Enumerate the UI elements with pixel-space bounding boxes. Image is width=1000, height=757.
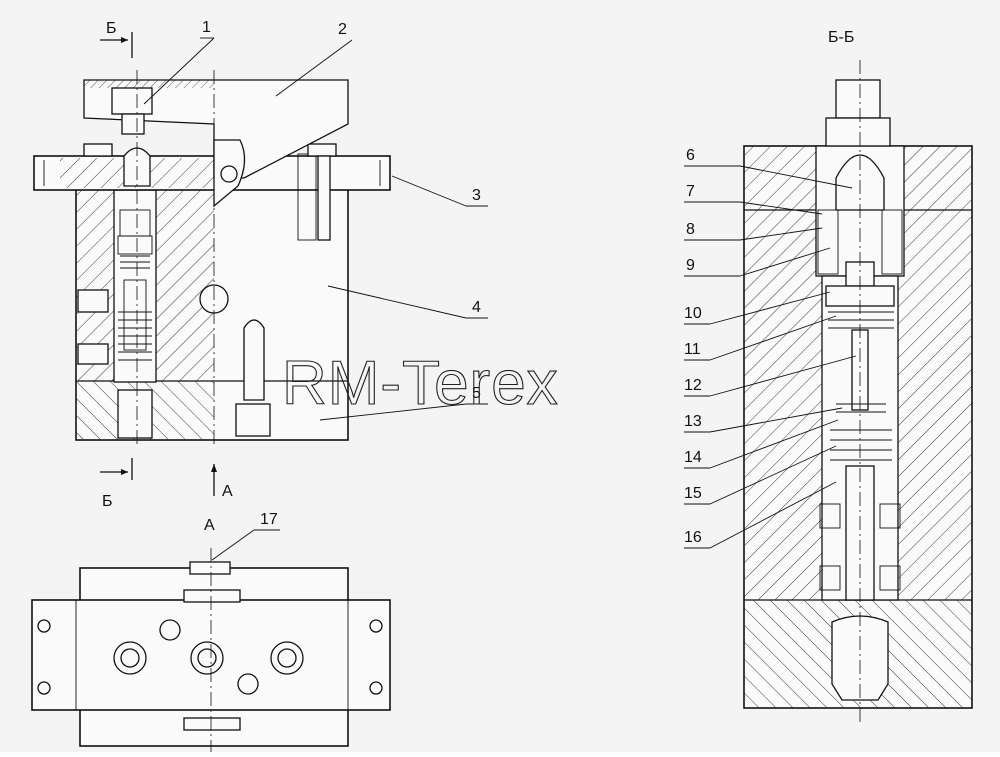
- callout-15: 15: [684, 485, 702, 502]
- callout-4: 4: [472, 299, 481, 316]
- leader-4: [327, 285, 467, 319]
- callout-3: 3: [472, 187, 481, 204]
- adjusting-screw: [111, 87, 153, 115]
- plunger-stem: [835, 79, 881, 119]
- callout-16: 16: [684, 529, 702, 546]
- mount-hole-bl: [37, 681, 51, 695]
- section-letter-top: Б: [106, 20, 117, 37]
- leader-7: [739, 201, 823, 215]
- spring-11: [828, 311, 894, 329]
- leader-10: [709, 291, 831, 325]
- mount-hole-tr: [369, 619, 383, 633]
- leader-17: [211, 529, 255, 561]
- leader-16: [709, 481, 837, 549]
- hinge-pin: [220, 165, 238, 183]
- bolt-head-left: [83, 143, 113, 157]
- plunger-nut: [825, 117, 891, 147]
- leader-1: [143, 37, 215, 105]
- bushing-left: [817, 209, 839, 275]
- side-port-upper: [77, 289, 109, 313]
- section-letter-bottom: Б: [102, 493, 113, 510]
- pedal-section-hatch: [84, 80, 214, 88]
- spring-seat-upper: [117, 235, 153, 255]
- spring-14: [830, 429, 892, 461]
- bottom-plug-section: [831, 615, 889, 701]
- callout-1: 1: [202, 19, 211, 36]
- watermark: RM-Terex: [282, 349, 559, 418]
- callout-2: 2: [338, 21, 347, 38]
- callout-10: 10: [684, 305, 702, 322]
- section-b-b-title: Б-Б: [828, 29, 854, 46]
- plug-right-head: [235, 403, 271, 437]
- pedal-edge-top: [183, 589, 241, 603]
- seal-lower-right: [879, 565, 901, 591]
- callout-17: 17: [260, 511, 278, 528]
- leader-5: [319, 403, 467, 421]
- mount-hole-br: [369, 681, 383, 695]
- view-a-arrowhead: [211, 464, 217, 472]
- cap-screw-upper: [159, 619, 181, 641]
- bottom-plug: [117, 389, 153, 439]
- upper-spring: [120, 255, 150, 269]
- spool-stem: [123, 279, 147, 351]
- pedal-edge-bottom: [183, 717, 241, 731]
- leader-3: [391, 175, 467, 207]
- callout-11: 11: [684, 341, 701, 358]
- leader-14: [709, 419, 839, 469]
- leader-13: [709, 407, 843, 433]
- bolt-head-right: [307, 143, 337, 157]
- callout-6: 6: [686, 147, 695, 164]
- seal-lower-left: [819, 565, 841, 591]
- section-arrowhead-bottom: [121, 469, 128, 475]
- main-view: Б Б А: [33, 20, 391, 510]
- seal-16-right: [879, 503, 901, 529]
- port-fitting-2-inner: [197, 648, 217, 668]
- callout-13: 13: [684, 413, 702, 430]
- push-rod-nut: [121, 113, 145, 135]
- section-arrowhead-top: [121, 37, 128, 43]
- callout-14: 14: [684, 449, 702, 466]
- mount-hole-tl: [37, 619, 51, 633]
- callouts-main-view: 1 2 3 4 5: [143, 19, 488, 421]
- port-fitting-3-inner: [277, 648, 297, 668]
- leader-8: [739, 227, 823, 241]
- callout-12: 12: [684, 377, 702, 394]
- leader-11: [709, 315, 837, 361]
- leader-12: [709, 355, 857, 397]
- bolt-shank-right: [317, 155, 331, 241]
- screw-17: [189, 561, 231, 575]
- bolt-right-section: [297, 153, 317, 241]
- plug-right: [243, 319, 265, 401]
- leader-2: [275, 39, 353, 97]
- callout-7: 7: [686, 183, 695, 200]
- view-a: А 17: [31, 511, 391, 752]
- callout-5: 5: [472, 385, 481, 402]
- callout-9: 9: [686, 257, 695, 274]
- seal-16-left: [819, 503, 841, 529]
- washer-13: [836, 403, 886, 413]
- view-a-letter: А: [222, 483, 233, 500]
- callout-8: 8: [686, 221, 695, 238]
- view-a-title: А: [204, 517, 215, 534]
- port-fitting-1-inner: [120, 648, 140, 668]
- leader-15: [709, 445, 837, 505]
- cap-screw-lower: [237, 673, 259, 695]
- leader-9: [739, 247, 831, 277]
- lower-spring: [118, 311, 152, 361]
- section-b-b: Б-Б: [743, 29, 973, 726]
- side-port-lower: [77, 343, 109, 365]
- callouts-section: 6 7 8 9 10 11 12 13 14 15 16: [684, 147, 857, 549]
- leader-6: [739, 165, 853, 189]
- bushing-right: [881, 209, 903, 275]
